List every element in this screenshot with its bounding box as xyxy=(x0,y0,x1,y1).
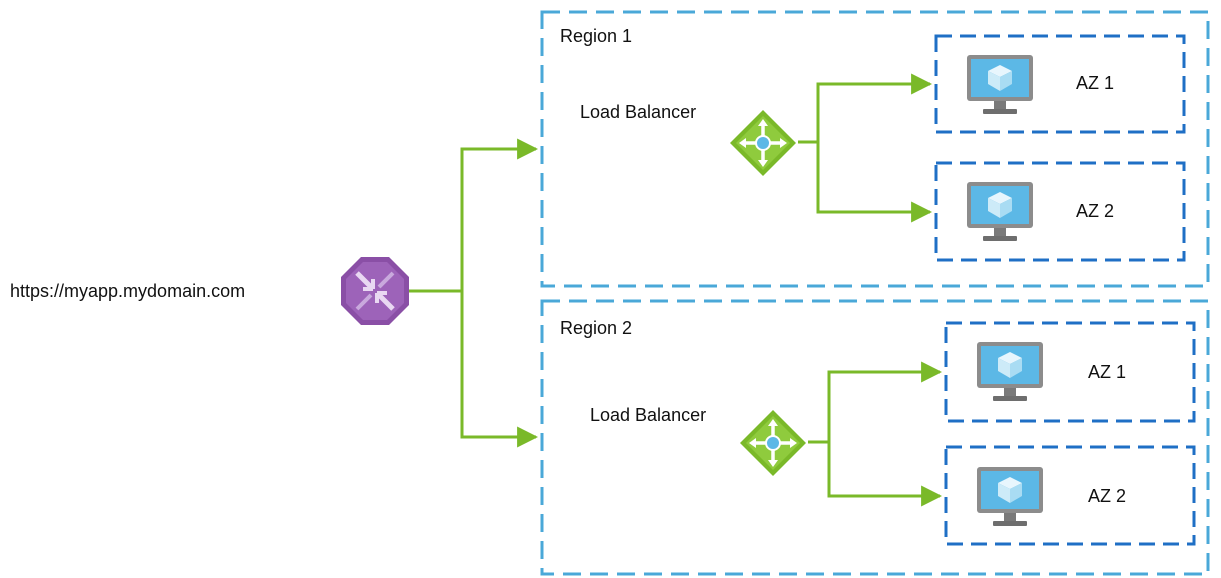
region-2-title: Region 2 xyxy=(560,318,633,338)
arrow-to-region-2 xyxy=(460,291,539,448)
load-balancer-icon xyxy=(738,408,808,478)
region-1-az-2-box xyxy=(934,161,1186,262)
arrow-to-region-1 xyxy=(405,138,539,293)
region-2-az-1-label: AZ 1 xyxy=(1088,362,1127,382)
traffic-manager-icon xyxy=(341,257,409,325)
load-balancer-icon xyxy=(728,108,798,178)
virtual-machine-icon xyxy=(977,342,1043,401)
region-1-az-1-label: AZ 1 xyxy=(1076,73,1115,93)
region-2-az-2-box xyxy=(944,445,1196,546)
arrow-region-1-az-2 xyxy=(816,142,933,223)
region-1-load-balancer-label: Load Balancer xyxy=(580,102,697,122)
region-1-az-2-label: AZ 2 xyxy=(1076,201,1115,221)
arrow-region-2-az-2 xyxy=(827,442,943,507)
region-1-az-1-box xyxy=(934,34,1186,134)
arrow-region-2-az-1 xyxy=(808,361,943,444)
region-2-load-balancer-label: Load Balancer xyxy=(590,405,707,425)
virtual-machine-icon xyxy=(977,467,1043,526)
app-url-label: https://myapp.mydomain.com xyxy=(10,281,246,301)
virtual-machine-icon xyxy=(967,55,1033,114)
region-2-az-1-box xyxy=(944,321,1196,423)
region-2-container xyxy=(540,299,1210,576)
region-1-container xyxy=(540,10,1210,288)
region-2-az-2-label: AZ 2 xyxy=(1088,486,1127,506)
virtual-machine-icon xyxy=(967,182,1033,241)
region-1-title: Region 1 xyxy=(560,26,633,46)
arrow-region-1-az-1 xyxy=(798,73,933,144)
